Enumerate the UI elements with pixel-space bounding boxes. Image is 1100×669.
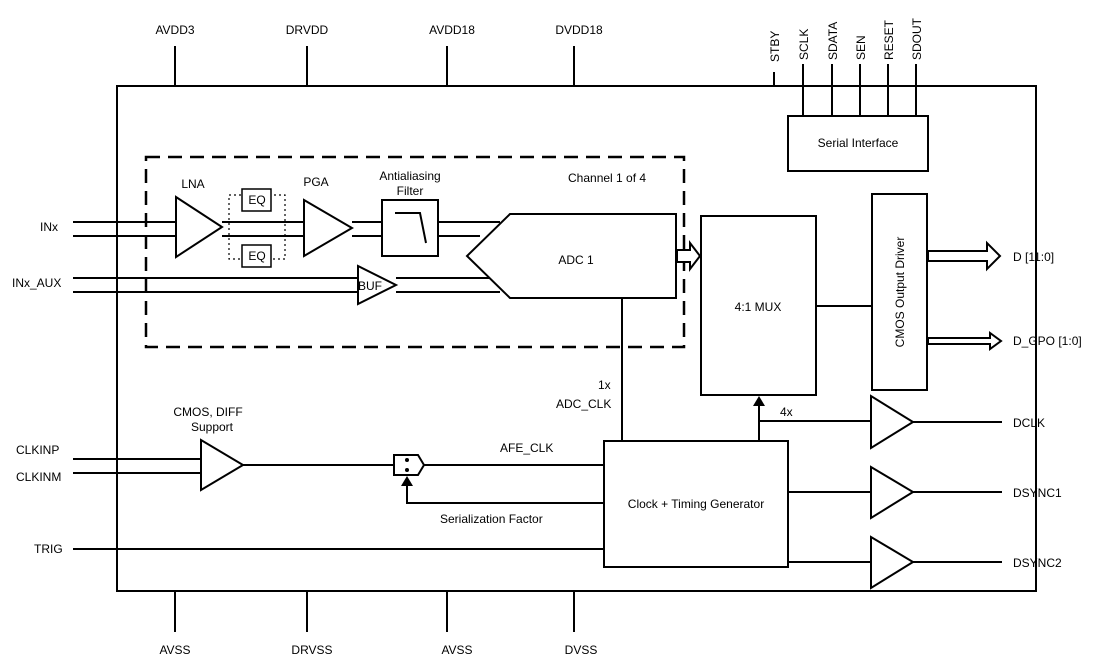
input-wires (73, 221, 604, 550)
cmos-output-driver (871, 193, 928, 391)
eq-section (222, 194, 304, 260)
label-inx-aux: INx_AUX (12, 276, 61, 290)
adc-block (465, 213, 677, 299)
power-pins: AVDD3 DRVDD AVDD18 DVDD18 (155, 23, 603, 86)
output-d-arrow (927, 240, 1002, 272)
pin-dvss: DVSS (565, 643, 598, 657)
ground-pins: AVSS DRVSS AVSS DVSS (159, 591, 597, 657)
eq-bottom-block (241, 244, 272, 268)
afe-clk-label: AFE_CLK (500, 441, 553, 455)
mux-clock-arrow (753, 396, 765, 406)
clock-timing-generator (603, 440, 789, 568)
pin-drvdd: DRVDD (286, 23, 329, 37)
pin-sclk: SCLK (797, 29, 811, 60)
label-inx: INx (40, 220, 58, 234)
lna-label: LNA (181, 177, 204, 191)
pin-avss-left: AVSS (159, 643, 190, 657)
eq-bottom-label: EQ (248, 249, 265, 263)
pin-dvdd18: DVDD18 (555, 23, 603, 37)
serial-interface-label: Serial Interface (818, 136, 899, 150)
pin-sen: SEN (854, 35, 868, 60)
pin-sdata: SDATA (826, 22, 840, 60)
pga-label: PGA (303, 175, 328, 189)
buf-amplifier (357, 264, 399, 306)
pin-sdout: SDOUT (910, 17, 924, 60)
serializer-switch (393, 454, 426, 476)
serial-interface-block (787, 115, 929, 172)
pga-amplifier (303, 198, 354, 258)
label-dsync2: DSYNC2 (1013, 556, 1062, 570)
serialization-arrow (401, 476, 413, 486)
pin-drvss: DRVSS (291, 643, 332, 657)
eq-top-block (241, 188, 272, 212)
dclk-multiplier: 4x (780, 405, 793, 419)
adc-output-arrow (676, 240, 702, 272)
label-clkinp: CLKINP (16, 443, 59, 457)
buf-label: BUF (358, 279, 382, 293)
channel-label: Channel 1 of 4 (568, 171, 646, 185)
label-d: D [11:0] (1013, 250, 1054, 264)
adc-clk-multiplier: 1x (598, 378, 611, 392)
filter-response-icon (395, 212, 427, 244)
pin-stby: STBY (768, 31, 782, 62)
cmos-diff-label-line1: CMOS, DIFF (173, 405, 242, 419)
adc-clk-label: ADC_CLK (556, 397, 611, 411)
pin-avss-right: AVSS (441, 643, 472, 657)
filter-label-line1: Antialiasing (379, 169, 440, 183)
dsync2-buffer (870, 535, 915, 590)
label-d-gpo: D_GPO [1:0] (1013, 334, 1082, 348)
label-trig: TRIG (34, 542, 63, 556)
label-clkinm: CLKINM (16, 470, 61, 484)
adc-label: ADC 1 (558, 253, 594, 267)
clock-input-buffer (200, 438, 245, 492)
mux-label: 4:1 MUX (735, 300, 782, 314)
cmos-output-driver-label: CMOS Output Driver (893, 237, 907, 348)
eq-top-label: EQ (248, 193, 265, 207)
channel-box (144, 155, 686, 349)
serializer-dot-bottom (405, 468, 409, 472)
pin-reset: RESET (882, 19, 896, 60)
filter-label-line2: Filter (397, 184, 424, 198)
dsync1-buffer (870, 465, 915, 520)
pin-avdd18: AVDD18 (429, 23, 475, 37)
clock-timing-generator-label: Clock + Timing Generator (628, 497, 764, 511)
label-dsync1: DSYNC1 (1013, 486, 1062, 500)
lna-amplifier (175, 195, 224, 259)
serialization-factor-label: Serialization Factor (440, 512, 543, 526)
output-d-gpo-arrow (927, 331, 1003, 351)
serial-pins: STBY SCLK SDATA SEN RESET SDOUT (768, 17, 924, 116)
dclk-buffer (870, 394, 915, 450)
cmos-diff-label-line2: Support (191, 420, 234, 434)
chip-outline (116, 85, 1037, 592)
label-dclk: DCLK (1013, 416, 1045, 430)
pin-avdd3: AVDD3 (155, 23, 194, 37)
antialiasing-filter (381, 199, 439, 257)
serializer-dot-top (405, 458, 409, 462)
